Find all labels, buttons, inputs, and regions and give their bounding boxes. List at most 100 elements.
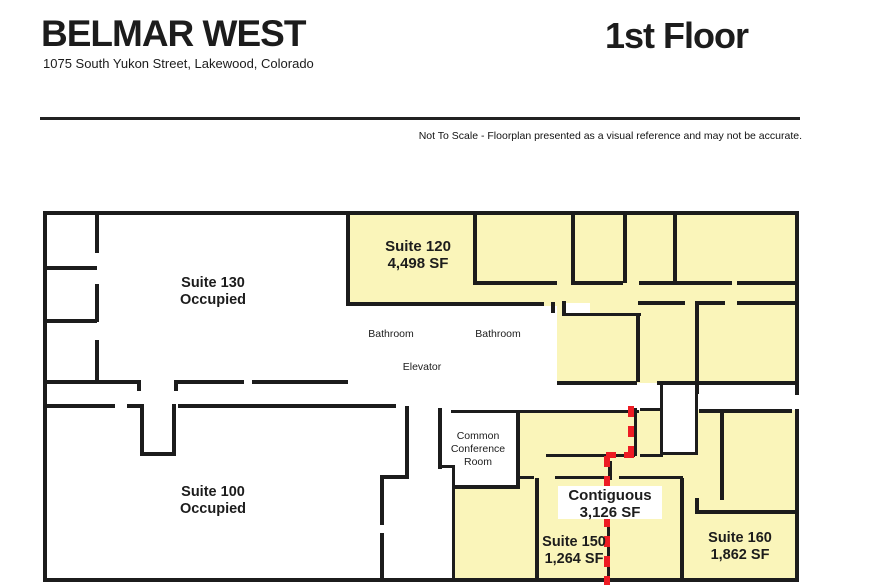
- suite-160-area: 1,862 SF: [710, 547, 770, 563]
- wall-segment: [140, 404, 144, 456]
- elevator-label: Elevator: [402, 361, 442, 373]
- suite-150-name: Suite 150: [542, 534, 606, 550]
- wall-segment: [95, 340, 99, 384]
- wall-segment: [640, 408, 662, 411]
- wall-segment: [45, 319, 97, 323]
- wall-segment: [43, 578, 799, 582]
- wall-segment: [555, 476, 605, 479]
- wall-segment: [176, 380, 244, 384]
- wall-segment: [45, 266, 97, 270]
- shaft-interior: [663, 385, 695, 452]
- wall-segment: [557, 381, 637, 385]
- suite-160-label: Suite 160 1,862 SF: [670, 530, 810, 564]
- building-title: BELMAR WEST: [41, 13, 306, 54]
- wall-segment: [473, 281, 557, 285]
- suite-100-label: Suite 100 Occupied: [143, 484, 283, 518]
- contiguous-label-box: [558, 486, 662, 519]
- wall-segment: [699, 409, 792, 413]
- suite-130-label: Suite 130 Occupied: [143, 275, 283, 309]
- suite-150-area: 1,264 SF: [544, 551, 604, 567]
- wall-segment: [380, 533, 384, 582]
- wall-segment: [137, 380, 141, 391]
- suite-120-highlight: [348, 213, 557, 306]
- wall-segment: [127, 404, 143, 408]
- wall-segment: [695, 385, 698, 455]
- wall-segment: [43, 380, 139, 384]
- wall-segment: [795, 211, 799, 395]
- building-address: 1075 South Yukon Street, Lakewood, Color…: [43, 56, 314, 71]
- wall-segment: [795, 409, 799, 582]
- conference-line-3: Room: [463, 456, 492, 468]
- conference-line-1: Common: [456, 430, 500, 442]
- suite-130-name: Suite 130: [181, 275, 245, 291]
- wall-segment: [619, 476, 683, 479]
- wall-segment: [562, 301, 566, 316]
- wall-segment: [695, 498, 699, 512]
- wall-segment: [535, 478, 539, 582]
- wall-segment: [95, 284, 99, 322]
- wall-segment: [695, 301, 725, 305]
- suite-120-area: 4,498 SF: [387, 255, 449, 272]
- demising-line-jog: [606, 452, 636, 458]
- wall-segment: [720, 409, 724, 500]
- wall-segment: [660, 452, 698, 455]
- wall-segment: [438, 465, 455, 468]
- suite-100-name: Suite 100: [181, 484, 245, 500]
- suite-120-east-highlight: [557, 213, 798, 383]
- suite-150-label: Suite 150 1,264 SF: [504, 534, 644, 568]
- bathroom-1-label: Bathroom: [368, 328, 414, 340]
- wall-segment: [43, 211, 799, 215]
- wall-segment: [380, 475, 384, 525]
- wall-segment: [546, 454, 635, 457]
- wall-segment: [346, 213, 350, 306]
- conference-line-2: Conference: [450, 443, 506, 455]
- floor-title: 1st Floor: [605, 15, 749, 56]
- wall-segment: [43, 211, 47, 582]
- wall-segment: [623, 213, 627, 283]
- contiguous-name: Contiguous: [568, 487, 652, 504]
- wall-segment: [551, 302, 555, 313]
- wall-segment: [438, 408, 442, 469]
- wall-segment: [634, 408, 637, 456]
- wall-segment: [95, 213, 99, 253]
- header-divider: [40, 117, 800, 120]
- wall-segment: [660, 385, 663, 455]
- bathroom-2-label: Bathroom: [475, 328, 521, 340]
- wall-segment: [140, 452, 176, 456]
- wall-segment: [452, 465, 455, 582]
- suite-130-status: Occupied: [179, 292, 247, 308]
- wall-segment: [346, 302, 544, 306]
- suite-100-status: Occupied: [179, 501, 247, 517]
- wall-segment: [695, 301, 699, 394]
- wall-segment: [640, 454, 663, 457]
- wall-segment: [178, 404, 396, 408]
- contiguous-area: 3,126 SF: [579, 503, 641, 521]
- wall-segment: [562, 313, 641, 316]
- wall-segment: [516, 476, 534, 479]
- wall-segment: [451, 410, 639, 413]
- suite-120-label: Suite 120 4,498 SF: [348, 238, 488, 272]
- conference-room-label: Common Conference Room: [438, 430, 518, 469]
- wall-segment: [608, 461, 612, 480]
- wall-segment: [737, 281, 797, 285]
- wall-segment: [639, 281, 732, 285]
- wall-segment: [657, 381, 798, 385]
- wall-segment: [473, 213, 477, 285]
- demising-line-upper: [628, 406, 634, 458]
- wall-segment: [737, 301, 797, 305]
- wall-segment: [673, 213, 677, 285]
- wall-segment: [43, 404, 115, 408]
- wall-segment: [405, 406, 409, 479]
- contiguous-label: Contiguous 3,126 SF: [546, 487, 674, 521]
- disclaimer-text: Not To Scale - Floorplan presented as a …: [418, 130, 802, 142]
- wall-segment: [571, 213, 575, 285]
- wall-segment: [695, 510, 798, 514]
- wall-segment: [453, 485, 520, 489]
- wall-segment: [516, 410, 520, 489]
- wall-segment: [174, 380, 178, 391]
- wall-segment: [680, 478, 684, 582]
- wall-segment: [172, 404, 176, 456]
- suite-160-name: Suite 160: [708, 530, 772, 546]
- wall-segment: [252, 380, 348, 384]
